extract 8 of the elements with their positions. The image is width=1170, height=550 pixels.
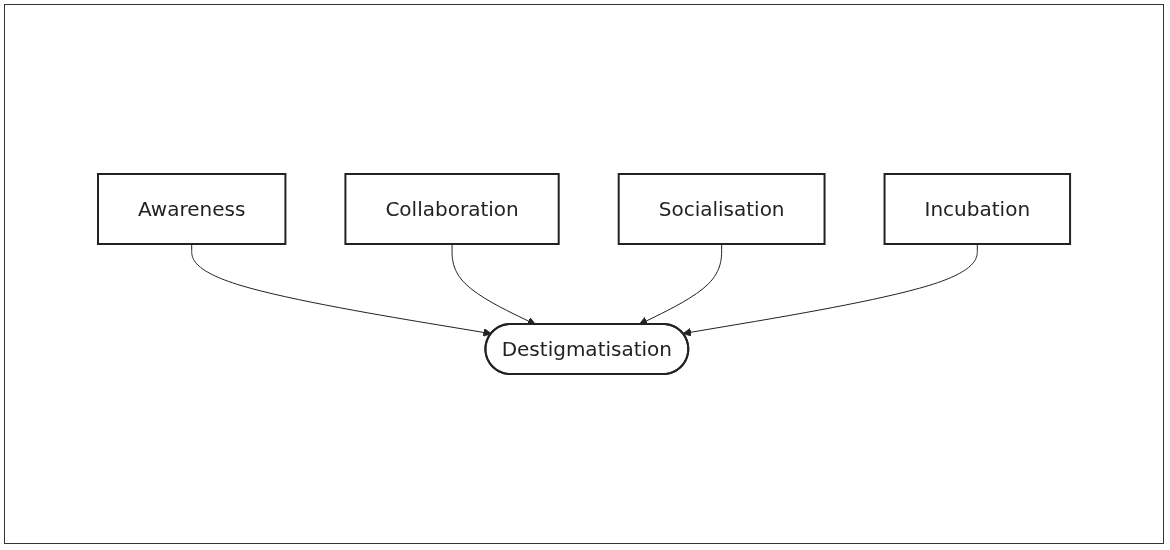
node-box: Collaboration [344,173,560,245]
node-box: Awareness [96,173,287,245]
node-box: Incubation [883,173,1072,245]
arrow [638,243,723,325]
node-box: Socialisation [617,173,826,245]
arrow [682,243,978,337]
arrow [191,243,492,337]
arrow [451,243,536,325]
